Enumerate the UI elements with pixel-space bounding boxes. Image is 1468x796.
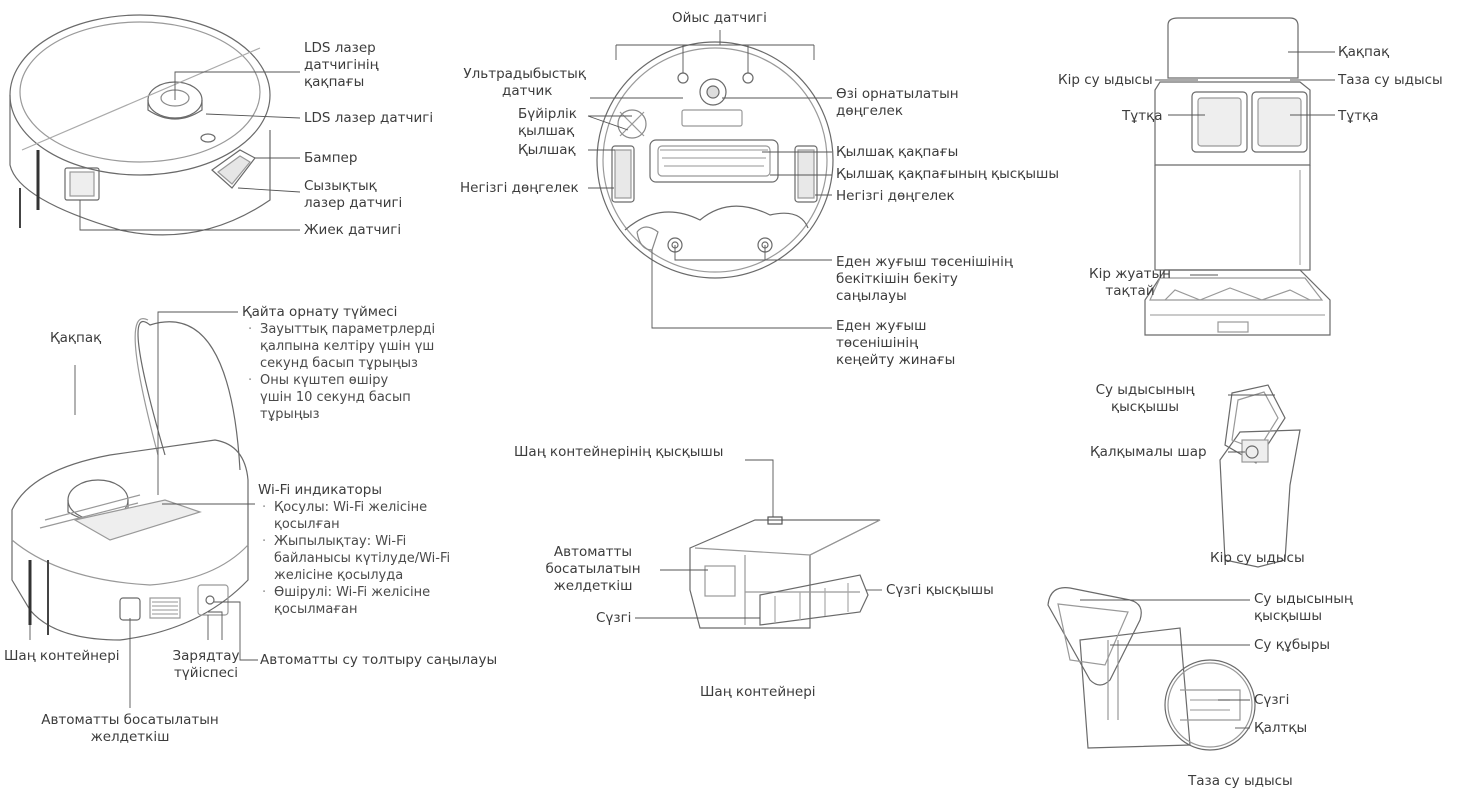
robot-open-illustration <box>11 318 249 641</box>
lds-cover-label: LDS лазер датчигінің қақпағы <box>304 40 379 90</box>
dustbin-vent-label: Автоматты босатылатын желдеткіш <box>545 544 641 594</box>
wifi-item-blink: · Жыпылықтау: Wi-Fi байланысы күтілуде/W… <box>262 534 451 583</box>
station-illustration <box>1144 17 1331 336</box>
auto-fill-label: Автоматты су толтыру саңылауы <box>260 652 498 668</box>
robot-lid-label: Қақпақ <box>50 330 102 346</box>
float-label: Қалтқы <box>1254 720 1308 736</box>
clean-tank-filter-label: Сүзгі <box>1254 692 1290 708</box>
omni-wheel-label: Өзі орнатылатын дөңгелек <box>836 86 959 119</box>
station-clean-tank-label: Таза су ыдысы <box>1338 72 1443 88</box>
wash-board-label: Кір жуатын тақтай <box>1089 266 1171 299</box>
clean-tank-caption: Таза су ыдысы <box>1188 773 1293 789</box>
reset-button-label: Қайта орнату түймесі · Зауыттық параметр… <box>242 304 436 422</box>
clean-tank-clip-label: Су ыдысының қысқышы <box>1254 591 1353 624</box>
brush-cover-label: Қылшақ қақпағы <box>836 144 959 160</box>
main-wheel-left-label: Негізгі дөңгелек <box>460 180 579 196</box>
clean-tank-illustration <box>1047 587 1256 751</box>
leader-lines <box>29 30 1335 729</box>
dust-bin-label: Шаң контейнері <box>4 648 120 664</box>
reset-item-1: · Зауыттық параметрлерді қалпына келтіру… <box>248 322 436 371</box>
station-handle-right-label: Тұтқа <box>1338 108 1379 124</box>
brush-cover-clip-label: Қылшақ қақпағының қысқышы <box>836 166 1060 182</box>
lds-sensor-label: LDS лазер датчигі <box>304 110 434 126</box>
dustbin-filter-label: Сүзгі <box>596 610 632 626</box>
station-handle-left-label: Тұтқа <box>1122 108 1163 124</box>
ultrasonic-label: Ультрадыбыстық датчик <box>463 66 586 99</box>
station-lid-label: Қақпақ <box>1338 44 1390 60</box>
robot-top-illustration <box>9 14 271 236</box>
charging-contact-label: Зарядтау түйіспесі <box>172 648 240 681</box>
dustbin-filter-clip-label: Сүзгі қысқышы <box>886 582 994 598</box>
cliff-sensor-label: Ойыс датчигі <box>672 10 767 26</box>
auto-vent-label: Автоматты босатылатын желдеткіш <box>41 712 219 745</box>
side-brush-label: Бүйірлік қылшақ <box>518 106 577 139</box>
dustbin-clip-label: Шаң контейнерінің қысқышы <box>514 444 724 460</box>
reset-item-2: · Оны күштеп өшіру үшін 10 секунд басып … <box>248 373 411 422</box>
station-dirty-tank-label: Кір су ыдысы <box>1058 72 1153 88</box>
float-ball-label: Қалқымалы шар <box>1090 444 1207 460</box>
wifi-item-off: · Өшірулі: Wi-Fi желісіне қосылмаған <box>262 585 431 617</box>
bumper-label: Бампер <box>304 150 358 166</box>
water-pipe-label: Су құбыры <box>1254 637 1331 653</box>
dirty-tank-clip-label: Су ыдысының қысқышы <box>1095 382 1195 415</box>
wifi-indicator-label: Wi-Fi индикаторы · Қосулы: Wi-Fi желісін… <box>258 482 451 617</box>
mop-mount-hole-label: Еден жуғыш төсенішінің бекіткішін бекіту… <box>836 254 1013 304</box>
dustbin-caption: Шаң контейнері <box>700 684 816 700</box>
main-wheel-right-label: Негізгі дөңгелек <box>836 188 955 204</box>
robot-bottom-illustration <box>596 41 834 279</box>
brush-label: Қылшақ <box>518 142 576 158</box>
dirty-tank-caption: Кір су ыдысы <box>1210 550 1305 566</box>
dirty-tank-illustration <box>1219 384 1301 568</box>
line-laser-label: Сызықтық лазер датчигі <box>304 178 403 211</box>
edge-sensor-label: Жиек датчигі <box>304 222 402 238</box>
mop-extension-label: Еден жуғыш төсенішінің кеңейту жинағы <box>836 318 956 368</box>
wifi-item-on: · Қосулы: Wi-Fi желісіне қосылған <box>262 500 428 532</box>
dustbin-illustration <box>689 516 881 629</box>
